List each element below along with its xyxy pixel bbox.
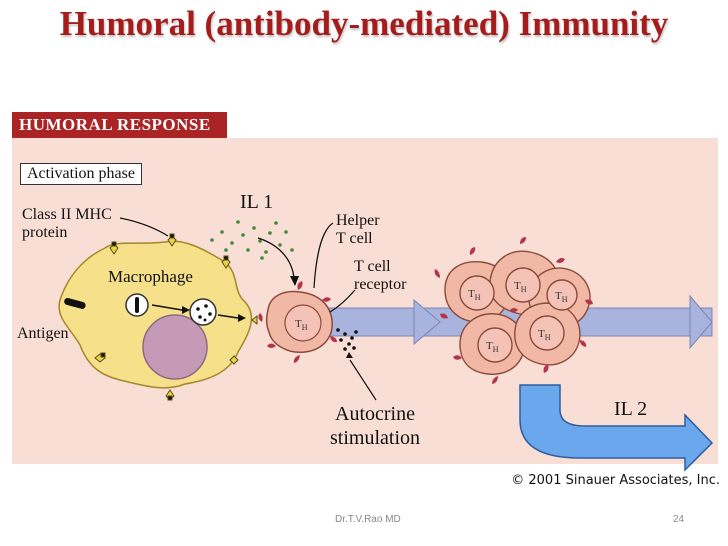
panel-header: HUMORAL RESPONSE [12,112,227,138]
page-number: 24 [673,514,685,525]
macrophage-label: Macrophage [108,267,193,286]
antigen-label: Antigen [17,325,69,342]
slide-title: Humoral (antibody-mediated) Immunity [59,4,669,43]
helper-t-cell [258,281,358,363]
il2-label: IL 2 [614,398,648,420]
il1-dots [210,220,294,260]
activation-phase-label: Activation phase [20,163,142,185]
il1-label: IL 1 [240,191,274,213]
autocrine-label: Autocrine stimulation [330,402,420,450]
tcr-label: T cell receptor [354,258,406,294]
macrophage-cell [58,233,258,401]
t-cell-cluster [444,250,591,375]
mhc-label-line1: Class II MHC [22,206,112,223]
autocrine-label-line2: stimulation [330,427,420,449]
il2-arrow [519,384,714,472]
copyright-text: © 2001 Sinauer Associates, Inc. [511,473,720,488]
tcr-label-line1: T cell [354,258,391,275]
helper-t-cell-label: Helper T cell [336,212,380,248]
mhc-label-line2: protein [22,224,68,241]
mhc-label: Class II MHC protein [22,206,112,242]
macrophage-nucleus [142,314,208,380]
autocrine-label-line1: Autocrine [335,403,415,425]
helper-label-line2: T cell [336,230,373,247]
helper-label-line1: Helper [336,212,380,229]
tcr-label-line2: receptor [354,276,407,293]
footer-author: Dr.T.V.Rao MD [335,514,401,525]
t-cell-receptors [434,237,593,384]
